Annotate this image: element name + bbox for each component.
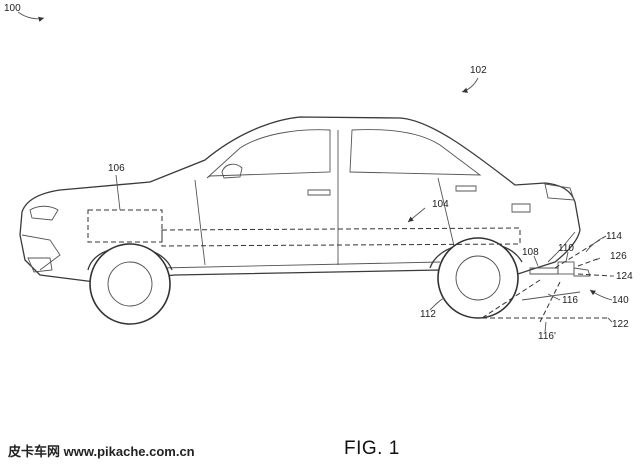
leader-126 [595, 257, 601, 261]
front-window [206, 129, 331, 179]
rear-door-handle [455, 185, 477, 192]
ref-numeral-116: 116 [562, 295, 578, 306]
leader-104 [407, 207, 426, 223]
ref-numeral-116-prime: 116' [538, 331, 556, 342]
leader-114 [585, 236, 605, 253]
ref-numeral-124: 124 [616, 271, 633, 282]
ref-numeral-126: 126 [610, 251, 627, 262]
leader-106 [115, 174, 121, 211]
leader-122 [607, 317, 613, 323]
rear-wheel-hub [455, 255, 501, 301]
car-body-outline [19, 116, 581, 283]
leader-112 [429, 297, 445, 311]
front-bumper [21, 234, 61, 271]
front-wheel-hub [107, 261, 153, 307]
beam-116p [539, 281, 561, 323]
ref-numeral-140: 140 [612, 295, 629, 306]
rear-bumper [547, 231, 576, 263]
rear-tire [437, 237, 519, 319]
hitch-arm [573, 267, 591, 277]
fuel-door [511, 203, 531, 213]
ref-numeral-100: 100 [4, 3, 21, 14]
front-door-line [194, 179, 206, 266]
leader-102 [461, 77, 479, 93]
leader-108 [533, 255, 539, 267]
side-mirror [221, 163, 243, 179]
ref-numeral-122: 122 [612, 319, 629, 330]
grille [27, 257, 53, 273]
leader-116p [544, 321, 547, 333]
component-108 [529, 267, 559, 275]
sensor-line-124 [577, 273, 613, 277]
leader-100 [17, 11, 45, 22]
front-door-handle [307, 189, 331, 196]
leader-116 [547, 293, 561, 301]
ref-numeral-112: 112 [420, 309, 436, 320]
ref-numeral-110: 110 [558, 243, 574, 254]
ref-numeral-114: 114 [606, 231, 622, 242]
rocker-line [159, 261, 441, 269]
headlight [29, 205, 59, 221]
ref-numeral-108: 108 [522, 247, 539, 258]
figure-caption: FIG. 1 [344, 438, 400, 459]
tail-light [544, 183, 575, 201]
front-tire [89, 243, 171, 325]
watermark-text: 皮卡车网 www.pikache.com.cn [8, 444, 195, 459]
ref-numeral-102: 102 [470, 65, 487, 76]
rear-door-line [437, 177, 456, 251]
component-106-box [87, 209, 163, 243]
ref-numeral-106: 106 [108, 163, 125, 174]
beam-114 [554, 235, 607, 269]
component-104-path [161, 227, 521, 247]
rear-window [349, 129, 482, 176]
leader-140 [589, 289, 613, 301]
component-110 [557, 261, 575, 275]
ref-numeral-104: 104 [432, 199, 449, 210]
leader-110 [565, 251, 569, 263]
beam-116 [481, 279, 541, 319]
